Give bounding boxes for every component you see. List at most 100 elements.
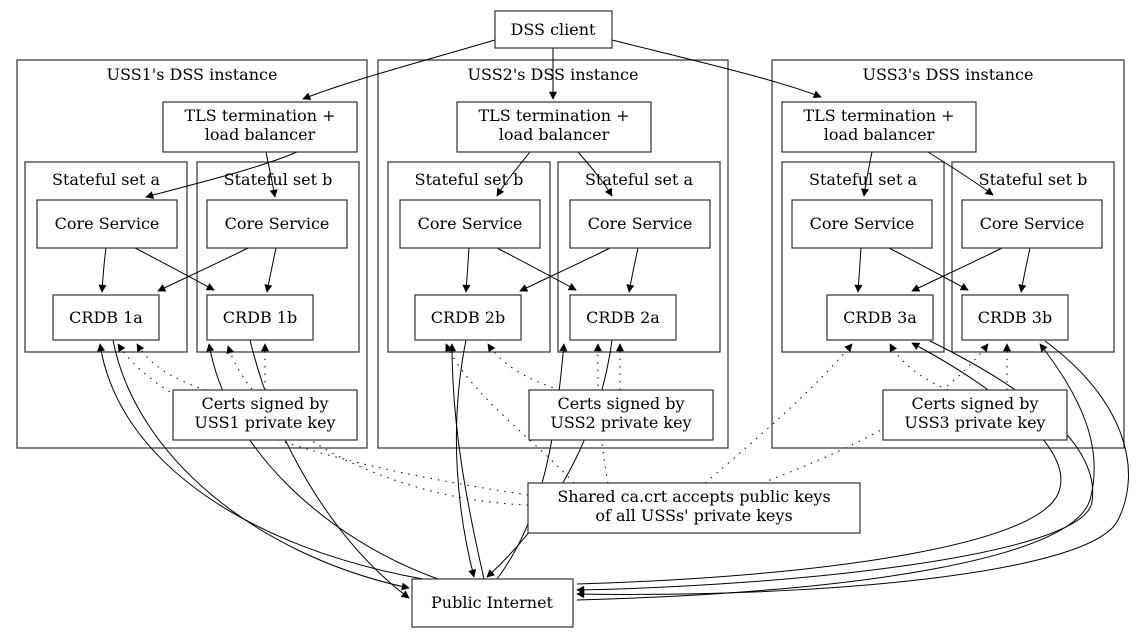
node-core-uss2-b-box <box>399 199 541 249</box>
node-crdb-3b-label: CRDB 3b <box>978 308 1052 327</box>
node-core-uss1-b-box <box>206 199 348 249</box>
node-tls-uss1-box <box>162 101 358 153</box>
node-core-uss1-a-box <box>36 199 178 249</box>
node-certs-uss3-line2: USS3 private key <box>904 413 1045 432</box>
edge-core3b-to-crdb3b <box>1018 247 1031 293</box>
node-core-uss3-b-box <box>961 199 1103 249</box>
set-uss3-a-label: Stateful set a <box>809 170 917 189</box>
edge-core3a-to-crdb3a <box>854 247 863 293</box>
edge-crdb1b-to-public-internet <box>249 339 410 599</box>
set-uss2-b-label: Stateful set b <box>415 170 524 189</box>
edge-public-internet-to-crdb2b <box>448 343 485 580</box>
node-tls-uss1: TLS termination + load balancer <box>162 101 358 153</box>
node-dss-client: DSS client <box>494 10 613 49</box>
edge-core3a-to-crdb3b <box>888 247 969 291</box>
node-tls-uss2-line2: load balancer <box>499 125 610 144</box>
node-core-uss3-a: Core Service <box>791 199 933 249</box>
edge-tls1-to-core1a <box>145 151 298 199</box>
node-crdb-2b: CRDB 2b <box>414 294 522 341</box>
node-crdb-3a-label: CRDB 3a <box>843 308 917 327</box>
node-crdb-1b: CRDB 1b <box>206 294 314 341</box>
node-core-uss2-a: Core Service <box>569 199 711 249</box>
node-core-uss1-a-label: Core Service <box>55 214 160 233</box>
node-certs-uss2: Certs signed by USS2 private key <box>528 389 714 441</box>
node-crdb-1a-label: CRDB 1a <box>69 308 143 327</box>
node-tls-uss2-line1: TLS termination + <box>479 106 630 125</box>
set-uss1-b-label: Stateful set b <box>224 170 333 189</box>
cluster-uss3-title: USS3's DSS instance <box>863 65 1034 84</box>
node-tls-uss1-line2: load balancer <box>205 125 316 144</box>
edge-certs3-to-crdb3a-dotted <box>889 343 949 391</box>
node-core-uss1-a: Core Service <box>36 199 178 249</box>
node-certs-uss1-line1: Certs signed by <box>201 394 328 413</box>
node-core-uss2-b-label: Core Service <box>418 214 523 233</box>
node-crdb-3a: CRDB 3a <box>826 294 934 341</box>
node-tls-uss3-box <box>781 101 977 153</box>
edge-crdb2b-to-public-internet <box>455 339 477 578</box>
node-crdb-2b-box <box>414 294 522 341</box>
node-shared-ca-note-line2: of all USSs' private keys <box>595 506 792 525</box>
node-core-uss1-b-label: Core Service <box>225 214 330 233</box>
set-uss3-b-label: Stateful set b <box>979 170 1088 189</box>
node-certs-uss1-line2: USS1 private key <box>194 413 335 432</box>
edge-client-to-tls-uss1 <box>302 39 496 101</box>
cluster-uss2: USS2's DSS instance Stateful set b State… <box>377 59 729 449</box>
edge-client-to-tls-uss3 <box>611 39 822 99</box>
edge-core1a-to-crdb1b <box>134 247 215 291</box>
node-tls-uss3-line2: load balancer <box>824 125 935 144</box>
node-crdb-1a: CRDB 1a <box>52 294 160 341</box>
node-shared-ca-note-line1: Shared ca.crt accepts public keys <box>557 487 830 506</box>
node-public-internet-label: Public Internet <box>431 593 554 612</box>
node-dss-client-label: DSS client <box>511 20 597 39</box>
node-certs-uss3: Certs signed by USS3 private key <box>882 389 1068 441</box>
edge-core2b-to-crdb2a <box>496 247 577 291</box>
node-core-uss2-a-box <box>569 199 711 249</box>
node-tls-uss3: TLS termination + load balancer <box>781 101 977 153</box>
node-core-uss3-a-label: Core Service <box>810 214 915 233</box>
node-public-internet-box <box>411 578 574 628</box>
node-tls-uss2-box <box>456 101 652 153</box>
edge-public-internet-to-crdb3b <box>576 343 1095 601</box>
edge-crdb2a-to-public-internet <box>486 339 613 578</box>
node-crdb-2a-label: CRDB 2a <box>586 308 660 327</box>
edge-core2a-to-crdb2a <box>626 247 639 293</box>
nodes: DSS client TLS termination + load balanc… <box>36 10 1103 628</box>
edge-tls3-to-core3a <box>860 151 873 197</box>
node-crdb-3b: CRDB 3b <box>961 294 1069 341</box>
edge-public-internet-to-crdb2a <box>496 343 568 580</box>
node-crdb-3b-box <box>961 294 1069 341</box>
node-certs-uss2-box <box>528 389 714 441</box>
edge-crdb1a-to-public-internet <box>112 339 410 591</box>
node-certs-uss1: Certs signed by USS1 private key <box>172 389 358 441</box>
edge-core3b-to-crdb3a <box>911 247 1003 292</box>
edge-core1b-to-crdb1b <box>264 247 277 293</box>
edge-tls2-to-core2b <box>496 151 531 197</box>
edge-tls2-to-core2a <box>577 151 613 197</box>
edge-tls3-to-core3b <box>927 151 994 196</box>
node-certs-uss1-box <box>172 389 358 441</box>
node-core-uss1-b: Core Service <box>206 199 348 249</box>
node-core-uss3-a-box <box>791 199 933 249</box>
node-shared-ca-note-box <box>527 482 861 534</box>
node-tls-uss2: TLS termination + load balancer <box>456 101 652 153</box>
node-certs-uss2-line1: Certs signed by <box>557 394 684 413</box>
edge-core1a-to-crdb1a <box>98 247 107 293</box>
edge-shared-ca-to-crdb3b-dotted <box>761 343 989 484</box>
edge-tls1-to-core1b <box>265 151 278 198</box>
cluster-uss1-title: USS1's DSS instance <box>107 65 278 84</box>
node-certs-uss3-box <box>882 389 1068 441</box>
set-uss2-a-label: Stateful set a <box>585 170 693 189</box>
node-core-uss2-a-label: Core Service <box>588 214 693 233</box>
edge-public-internet-to-crdb1a <box>97 343 424 580</box>
node-core-uss3-b-label: Core Service <box>980 214 1085 233</box>
edge-core2b-to-crdb2b <box>462 247 471 293</box>
edge-shared-ca-to-crdb3a-dotted <box>704 343 853 484</box>
node-crdb-1b-label: CRDB 1b <box>223 308 297 327</box>
edge-public-internet-to-crdb1b <box>206 343 439 580</box>
node-core-uss3-b: Core Service <box>961 199 1103 249</box>
node-shared-ca-note: Shared ca.crt accepts public keys of all… <box>527 482 861 534</box>
node-crdb-1b-box <box>206 294 314 341</box>
node-tls-uss3-line1: TLS termination + <box>804 106 955 125</box>
node-certs-uss3-line1: Certs signed by <box>911 394 1038 413</box>
